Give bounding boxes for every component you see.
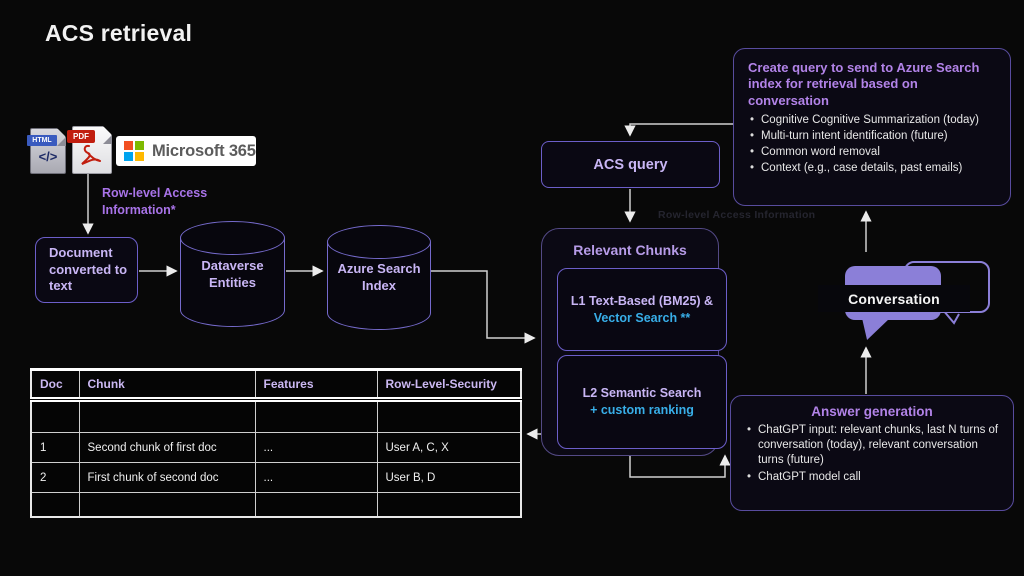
connector-createquery-to-acsquery — [624, 123, 733, 137]
bullet-item: Multi-turn intent identification (future… — [748, 129, 996, 144]
pdf-ribbon-icon — [81, 144, 101, 165]
answer-generation-title: Answer generation — [811, 404, 933, 419]
chat-bubble-outline-tail-icon — [942, 309, 960, 325]
col-header-row-level-security: Row-Level-Security — [376, 368, 522, 402]
cell-row-level-security: User A, C, X — [376, 432, 522, 463]
cylinder-top — [327, 225, 431, 259]
col-header-chunk: Chunk — [78, 368, 256, 402]
node-label: Dataverse Entities — [201, 257, 264, 290]
bullet-item: ChatGPT input: relevant chunks, last N t… — [745, 423, 999, 469]
cell-row-level-security — [376, 492, 522, 518]
table-header-row: Doc Chunk Features Row-Level-Security — [30, 368, 522, 402]
page-fold — [57, 128, 66, 137]
pdf-file-icon: PDF — [67, 126, 112, 174]
bullet-item: Cognitive Cognitive Summarization (today… — [748, 113, 996, 128]
l1-highlight: Vector Search ** — [593, 310, 691, 325]
cell-chunk — [78, 399, 256, 433]
node-azure-search-index: Azure Search Index — [327, 225, 431, 330]
cell-features: ... — [254, 432, 378, 463]
chat-bubble-tail-icon — [862, 318, 890, 340]
table-body: 1 Second chunk of first doc ... User A, … — [30, 399, 522, 518]
code-glyph: </> — [38, 149, 58, 164]
cell-chunk: Second chunk of first doc — [78, 432, 256, 463]
cell-doc: 1 — [30, 432, 80, 463]
table-row — [30, 492, 522, 518]
col-header-doc: Doc — [30, 368, 80, 402]
create-query-title: Create query to send to Azure Search ind… — [748, 60, 980, 108]
page-fold — [103, 126, 112, 135]
table-row: 2 First chunk of second doc ... User B, … — [30, 462, 522, 493]
node-label: L1 Text-Based (BM25) & Vector Search ** — [570, 293, 714, 325]
node-label: Document converted to text — [49, 244, 128, 294]
node-label: ACS query — [593, 156, 668, 173]
box-create-query: Create query to send to Azure Search ind… — [733, 48, 1011, 206]
html-banner-label: HTML — [27, 135, 57, 146]
cell-doc — [30, 399, 80, 433]
page-title: ACS retrieval — [45, 20, 193, 46]
cell-chunk — [78, 492, 256, 518]
group-relevant-chunks: Relevant Chunks L1 Text-Based (BM25) & V… — [541, 228, 727, 456]
html-file-icon: HTML </> — [27, 128, 66, 174]
cell-doc: 2 — [30, 462, 80, 493]
pdf-banner-label: PDF — [67, 130, 95, 143]
answer-generation-bullets: ChatGPT input: relevant chunks, last N t… — [745, 423, 999, 485]
bullet-item: Common word removal — [748, 145, 996, 160]
bullet-item: Context (e.g., case details, past emails… — [748, 161, 996, 176]
create-query-bullets: Cognitive Cognitive Summarization (today… — [748, 113, 996, 177]
node-acs-query: ACS query — [541, 141, 720, 188]
cell-row-level-security — [376, 399, 522, 433]
node-document-converted: Document converted to text — [35, 237, 138, 303]
cell-row-level-security: User B, D — [376, 462, 522, 493]
table-row: 1 Second chunk of first doc ... User A, … — [30, 432, 522, 463]
cell-features: ... — [254, 462, 378, 493]
l2-highlight: + custom ranking — [590, 403, 694, 417]
node-l2-search: L2 Semantic Search+ custom ranking — [557, 355, 727, 449]
row-level-security-table: Doc Chunk Features Row-Level-Security 1 … — [30, 368, 522, 518]
connector-azure-to-chunks — [431, 270, 536, 344]
connector-chunks-to-answergen — [629, 454, 731, 478]
cylinder-top — [180, 221, 285, 255]
microsoft-365-logo: Microsoft 365 — [116, 136, 256, 166]
microsoft-logo-icon — [124, 141, 144, 161]
node-label: L2 Semantic Search+ custom ranking — [582, 386, 702, 417]
conversation-label: Conversation — [818, 285, 970, 312]
box-answer-generation: Answer generation ChatGPT input: relevan… — [730, 395, 1014, 511]
cell-doc — [30, 492, 80, 518]
row-level-access-note: Row-level Access Information* — [102, 186, 208, 217]
relevant-chunks-title: Relevant Chunks — [573, 242, 687, 258]
bullet-item: ChatGPT model call — [745, 470, 999, 485]
col-header-features: Features — [254, 368, 378, 402]
table-row — [30, 399, 522, 433]
node-dataverse-entities: Dataverse Entities — [180, 221, 285, 327]
cell-features — [254, 399, 378, 433]
node-l1-search: L1 Text-Based (BM25) & Vector Search ** — [557, 268, 727, 351]
m365-label: Microsoft 365 — [152, 141, 256, 160]
cell-chunk: First chunk of second doc — [78, 462, 256, 493]
ghost-row-level-access-text: Row-level Access Information — [658, 209, 816, 221]
cell-features — [254, 492, 378, 518]
node-label: Azure Search Index — [337, 261, 421, 293]
